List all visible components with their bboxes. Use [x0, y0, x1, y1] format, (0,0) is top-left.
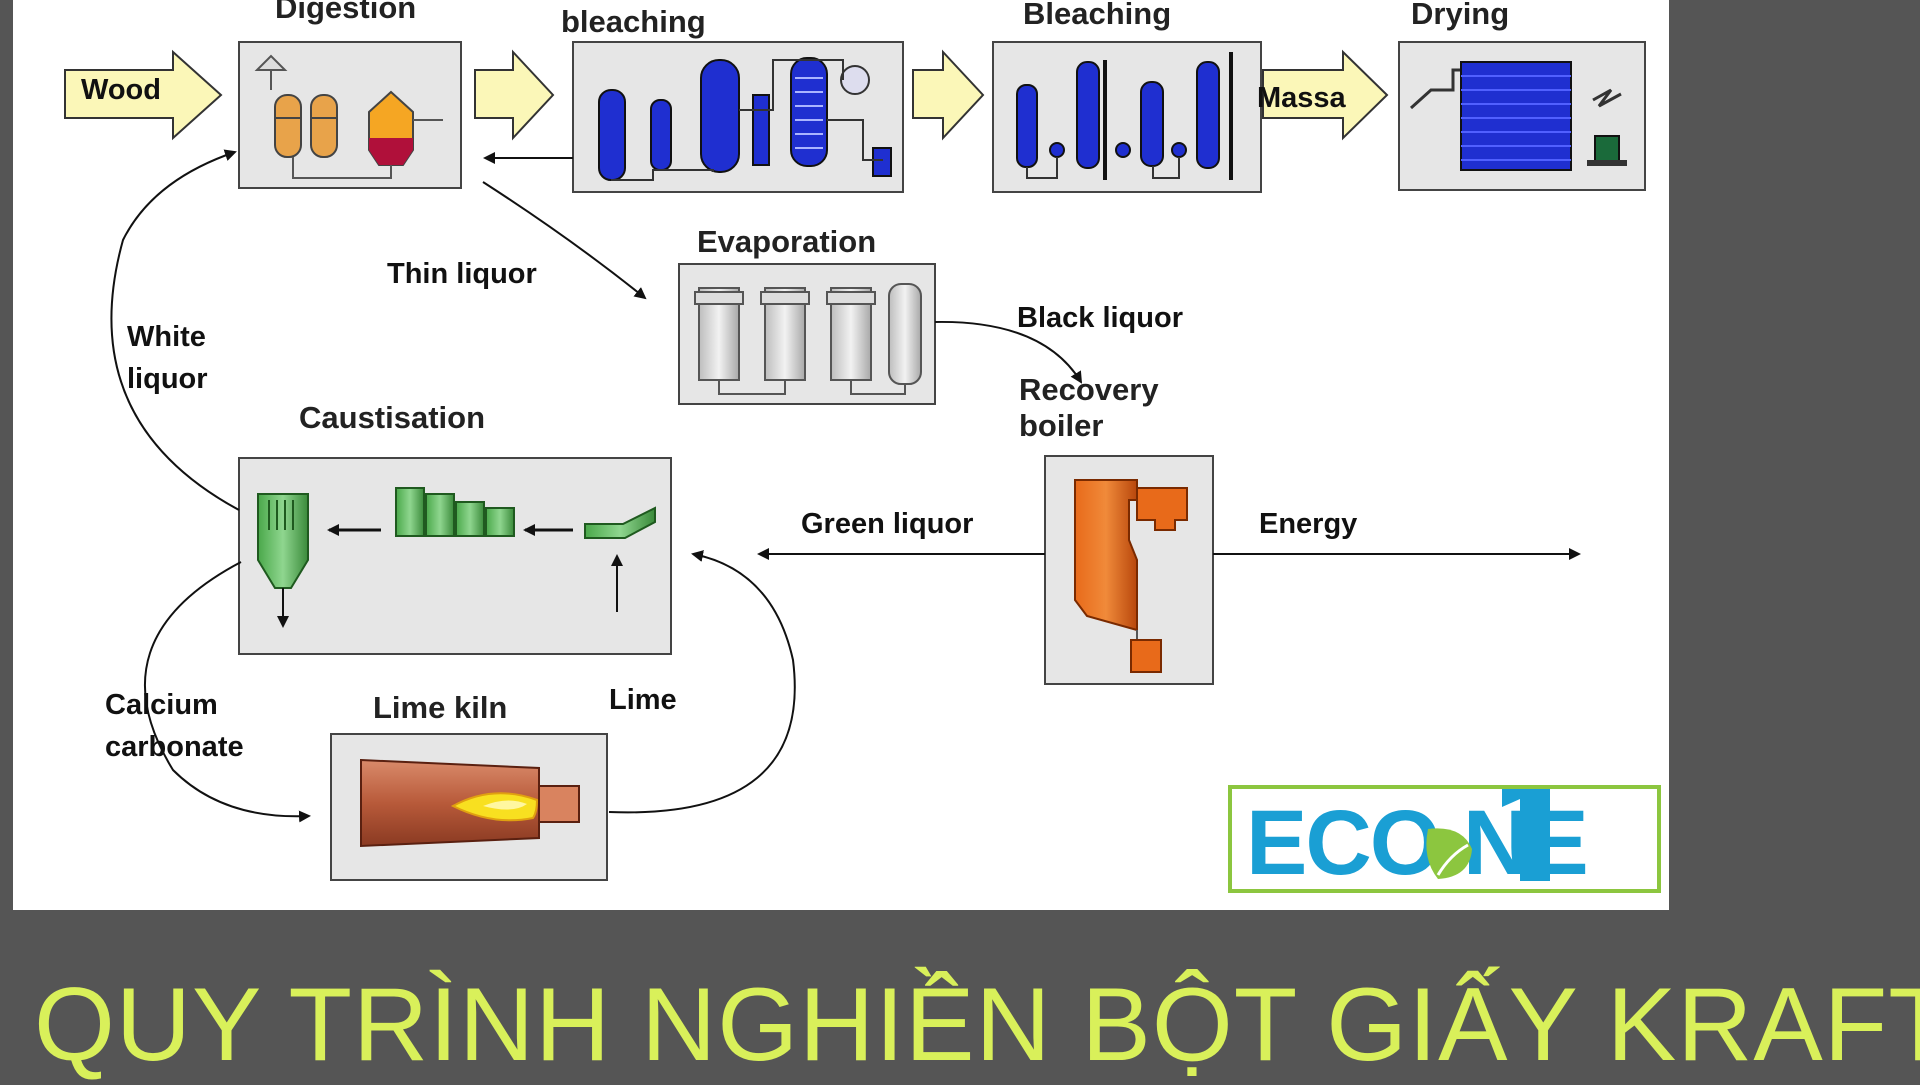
- flow-label-massa: Massa: [1257, 82, 1346, 114]
- lime-arrow: [608, 550, 796, 814]
- flow-label-calcium-carbonate: Calcium carbonate: [105, 689, 244, 764]
- stage-label-lime-kiln: Lime kiln: [373, 690, 508, 725]
- recovery-boiler-unit: [1044, 455, 1214, 685]
- page-title: QUY TRÌNH NGHIỀN BỘT GIẤY KRAFT: [34, 967, 1920, 1083]
- flow-label-green-liquor: Green liquor: [801, 508, 974, 540]
- thin-liquor-arrow: [482, 181, 647, 300]
- massa-arrow: [1262, 49, 1389, 141]
- diagram-slide: Digestion bleaching Bleaching Drying Eva…: [13, 0, 1669, 910]
- leaf-icon: [1426, 789, 1550, 881]
- flow-label-lime: Lime: [609, 684, 677, 716]
- ecoone-logo: ECO NE: [1228, 785, 1661, 894]
- stage-label-evaporation: Evaporation: [697, 224, 877, 259]
- caustisation-unit: [238, 457, 672, 655]
- stage-label-digestion: Digestion: [275, 0, 417, 25]
- stage-label-washing: bleaching: [561, 4, 706, 39]
- evaporation-unit: [678, 263, 936, 405]
- flow-arrow-1: [474, 49, 555, 141]
- calcium-carbonate-arrow: [143, 561, 311, 823]
- digestion-unit: [238, 41, 462, 189]
- white-liquor-arrow: [110, 149, 240, 511]
- washing-unit: [572, 41, 904, 193]
- lime-kiln-unit: [330, 733, 608, 881]
- stage-label-caustisation: Caustisation: [299, 400, 486, 435]
- flow-label-black-liquor: Black liquor: [1017, 302, 1183, 334]
- flow-label-white-liquor: White liquor: [127, 321, 208, 396]
- flow-label-thin-liquor: Thin liquor: [387, 258, 537, 290]
- stage-label-recovery-boiler: Recovery boiler: [1019, 372, 1159, 443]
- wood-input-arrow: [64, 49, 223, 141]
- flow-label-energy: Energy: [1259, 508, 1358, 540]
- stage-label-drying: Drying: [1411, 0, 1510, 31]
- flow-arrow-2: [912, 49, 985, 141]
- flow-label-wood: Wood: [81, 74, 161, 106]
- stage-label-bleaching: Bleaching: [1023, 0, 1172, 31]
- black-liquor-arrow: [934, 320, 1083, 384]
- bleaching-unit: [992, 41, 1262, 193]
- process-diagram: [64, 41, 1646, 881]
- drying-unit: [1398, 41, 1646, 191]
